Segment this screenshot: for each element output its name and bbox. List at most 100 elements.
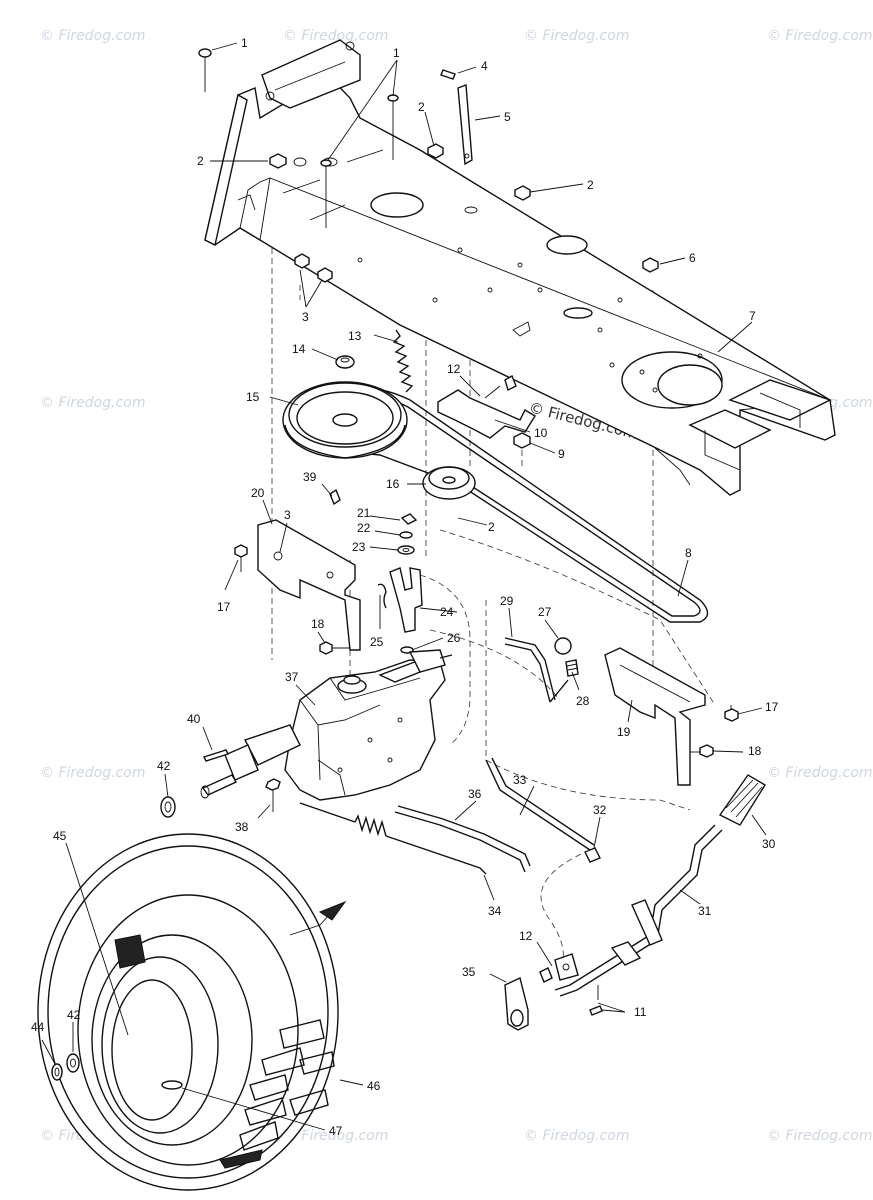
brake-rod [457, 84, 473, 166]
callout-5: 5 [504, 110, 511, 124]
hex-nut [514, 185, 531, 201]
transaxle-bracket-left [257, 519, 361, 651]
callout-24: 24 [440, 605, 454, 619]
callout-3: 3 [302, 310, 309, 324]
callout-18: 18 [311, 617, 325, 631]
callout-31: 31 [698, 904, 712, 918]
watermark: © Firedog.com [283, 1128, 388, 1144]
callout-47: 47 [329, 1124, 343, 1138]
hardware-stack [397, 513, 418, 555]
callouts: 1 1 2 4 5 2 2 2 6 7 3 13 14 12 15 10 9 3… [31, 36, 779, 1138]
callout-46: 46 [367, 1079, 381, 1093]
callout-42: 42 [67, 1008, 81, 1022]
callout-34: 34 [488, 904, 502, 918]
callout-21: 21 [357, 506, 371, 520]
watermark: © Firedog.com [524, 1128, 629, 1144]
rear-wheel-tire [37, 833, 347, 1191]
carriage-bolt [198, 48, 212, 92]
callout-35: 35 [462, 965, 476, 979]
callout-39: 39 [303, 470, 317, 484]
watermark: © Firedog.com [40, 28, 145, 44]
pedal-shaft [554, 824, 723, 997]
pedal-footpad [718, 774, 766, 826]
callout-2: 2 [587, 178, 594, 192]
watermark: © Firedog.com [40, 765, 145, 781]
callout-45: 45 [53, 829, 67, 843]
idler-bracket [437, 374, 536, 439]
watermark: © Firedog.com [40, 395, 145, 411]
hex-nut [513, 432, 531, 449]
callout-44: 44 [31, 1020, 45, 1034]
transaxle [200, 649, 453, 801]
hex-bolt [319, 641, 350, 655]
callout-17: 17 [217, 600, 231, 614]
idler-spring [392, 329, 414, 393]
flat-washer [66, 1053, 80, 1073]
idler-pulley [422, 466, 476, 500]
callout-37: 37 [285, 670, 299, 684]
transmission-pulley [282, 381, 408, 459]
callout-20: 20 [251, 486, 265, 500]
watermark: © Firedog.com [283, 28, 388, 44]
callout-15: 15 [246, 390, 260, 404]
callout-40: 40 [187, 712, 201, 726]
spring-clip [377, 583, 387, 609]
callout-2: 2 [418, 100, 425, 114]
washer-outer [51, 1063, 63, 1081]
clevis-pin [440, 69, 456, 80]
frame-fasteners [198, 48, 659, 283]
watermark: © Firedog.com [767, 765, 872, 781]
callout-2: 2 [197, 154, 204, 168]
hex-nut [427, 143, 444, 159]
spacer [335, 355, 355, 369]
callout-33: 33 [513, 773, 527, 787]
callout-3: 3 [284, 508, 291, 522]
cotter-pin [589, 985, 603, 1016]
hex-bolt [724, 705, 739, 722]
callout-1: 1 [241, 36, 248, 50]
callout-7: 7 [749, 309, 756, 323]
watermark: © Firedog.com [524, 28, 629, 44]
callout-18: 18 [748, 744, 762, 758]
watermark: © Firedog.com [767, 1128, 872, 1144]
key [329, 488, 341, 506]
pivot-arm [504, 977, 529, 1031]
brake-rod [485, 757, 595, 851]
callout-14: 14 [292, 342, 306, 356]
spring [565, 659, 579, 677]
leader-lines [41, 42, 767, 1131]
callout-6: 6 [689, 251, 696, 265]
hex-nut [294, 253, 310, 269]
callout-13: 13 [348, 329, 362, 343]
callout-22: 22 [357, 521, 371, 535]
callout-32: 32 [593, 803, 607, 817]
frame-chassis [204, 39, 836, 496]
callout-28: 28 [576, 694, 590, 708]
callout-27: 27 [538, 605, 552, 619]
transaxle-bracket-right [604, 647, 706, 786]
carriage-bolt [320, 159, 332, 228]
callout-10: 10 [534, 426, 548, 440]
routing-line [540, 849, 591, 969]
callout-11: 11 [634, 1005, 647, 1019]
hex-bolt [690, 744, 714, 758]
callout-9: 9 [558, 447, 565, 461]
callout-8: 8 [685, 546, 692, 560]
knob [554, 637, 572, 655]
retaining-clip [584, 847, 601, 863]
hex-nut [269, 153, 287, 169]
flange-nut [642, 257, 659, 273]
callout-25: 25 [370, 635, 384, 649]
callout-4: 4 [481, 59, 488, 73]
callout-26: 26 [447, 631, 461, 645]
pivot-bracket [539, 953, 579, 983]
flat-washer [160, 796, 176, 818]
hex-bolt [265, 778, 281, 812]
callout-17: 17 [765, 700, 779, 714]
hex-bolt [234, 544, 248, 572]
roll-pin [203, 749, 229, 762]
callout-42: 42 [157, 759, 171, 773]
callout-23: 23 [352, 540, 366, 554]
